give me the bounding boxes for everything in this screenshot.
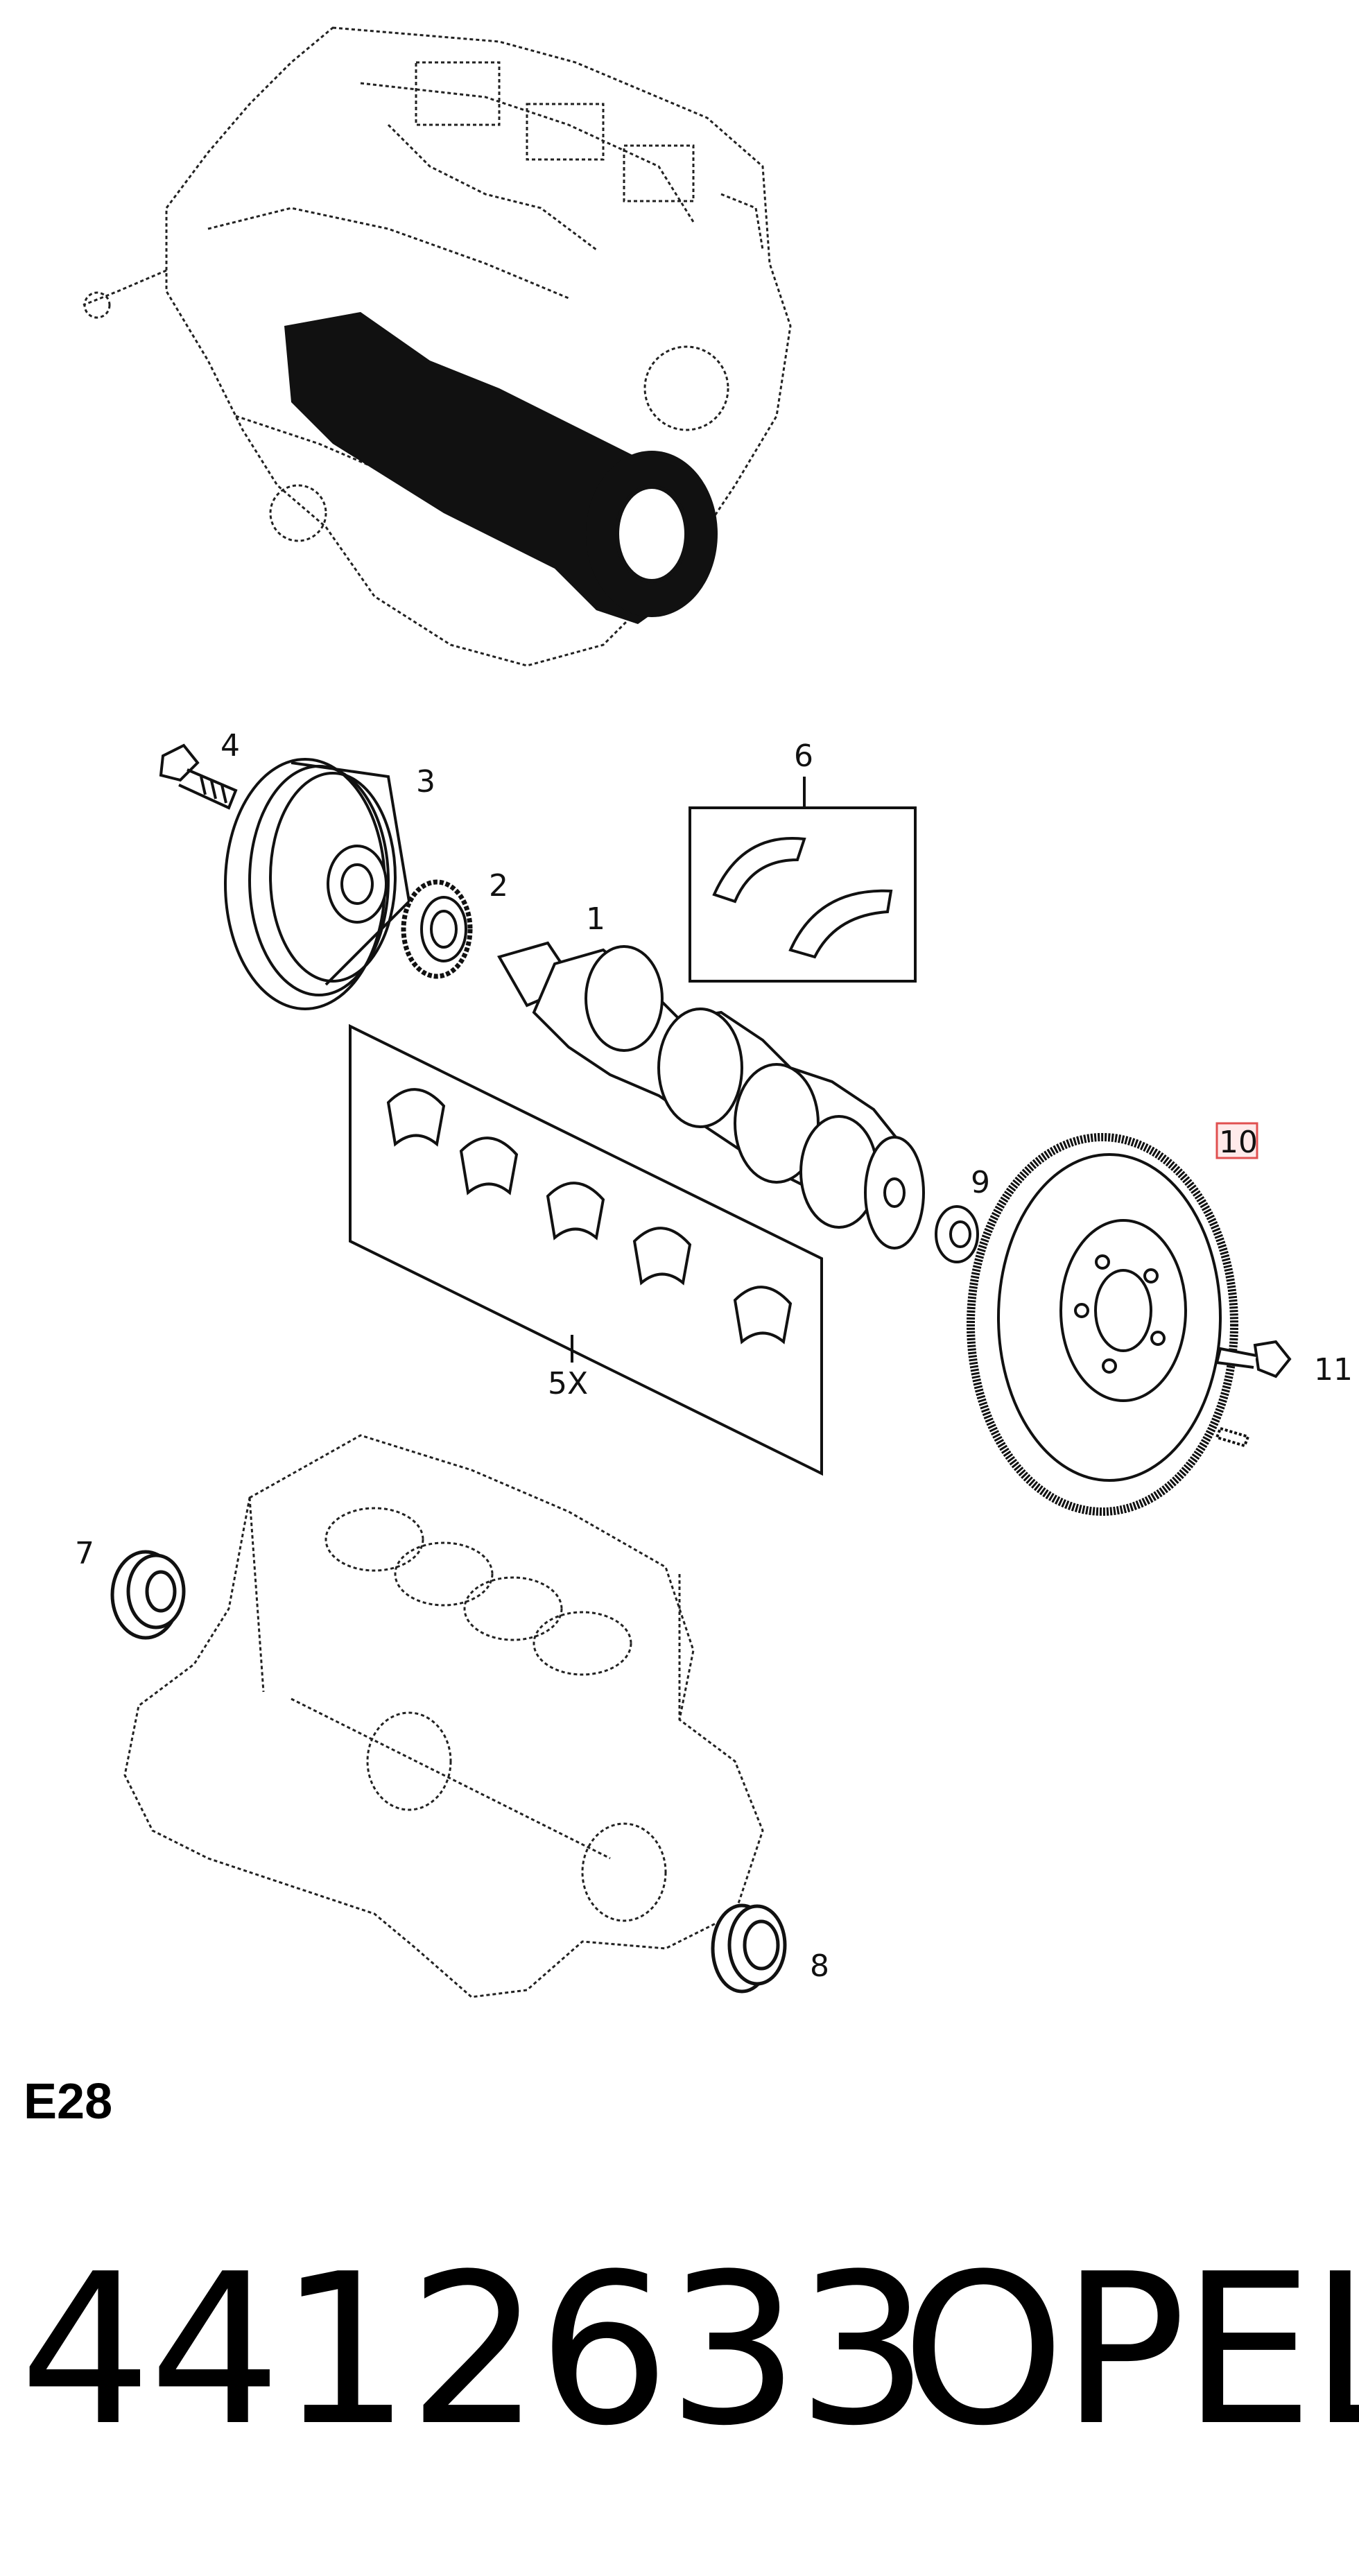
sprocket-part-2 [401, 879, 473, 979]
pulley-part-3 [224, 758, 411, 1010]
part-number: 4412633 [19, 2229, 929, 2471]
bearing-shells-part-5 [349, 1023, 823, 1476]
callout-8: 8 [810, 1948, 829, 1984]
section-code: E28 [24, 2074, 113, 2129]
crankshaft-part-1 [496, 941, 925, 1250]
bolt-part-4 [159, 743, 238, 810]
brand-name: OPEL [901, 2229, 1359, 2471]
callout-10: 10 [1219, 1125, 1258, 1160]
rear-seal-part-8 [711, 1903, 787, 1994]
callout-1: 1 [586, 901, 605, 937]
callout-4: 4 [220, 728, 240, 763]
callout-6: 6 [794, 738, 813, 774]
callout-11: 11 [1314, 1352, 1353, 1388]
callout-5: 5X [548, 1366, 588, 1401]
flywheel-bolt-part-11 [1215, 1340, 1292, 1448]
exploded-parts-diagram: 4 3 2 6 1 [75, 26, 1353, 1998]
callout-2: 2 [489, 868, 508, 904]
callout-3: 3 [416, 764, 435, 799]
flywheel-part-10 [967, 1133, 1238, 1516]
pilot-bearing-part-9 [935, 1205, 979, 1263]
engine-block-illustration [123, 1434, 764, 1998]
callout-9: 9 [971, 1165, 990, 1200]
front-seal-part-7 [110, 1550, 186, 1640]
callout-10-highlight-box [1215, 1122, 1258, 1159]
thrust-washers-part-6 [689, 777, 917, 983]
callout-7: 7 [75, 1536, 94, 1571]
